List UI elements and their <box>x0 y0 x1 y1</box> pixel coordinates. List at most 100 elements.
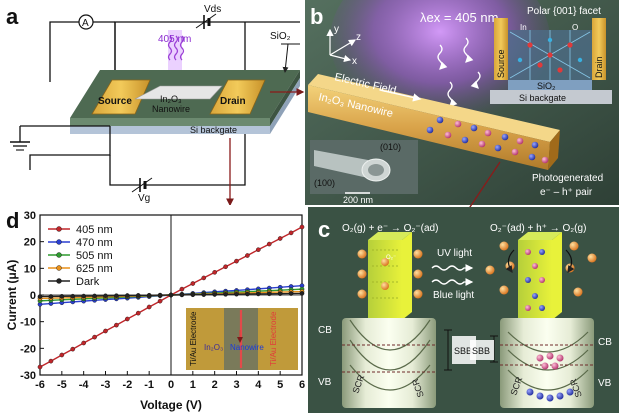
series-point <box>245 291 250 297</box>
y-tick-label: 10 <box>24 263 36 275</box>
series-point <box>201 292 207 297</box>
series-point <box>201 275 207 281</box>
series-point <box>92 334 97 340</box>
legend-swatch-marker <box>56 226 62 232</box>
series-point <box>114 322 119 328</box>
x-tick-label: -4 <box>79 379 90 391</box>
band-carriers <box>526 352 574 402</box>
inset-in-label: In <box>520 23 527 32</box>
x-tick-label: -1 <box>144 379 154 391</box>
ammeter-label: A <box>82 18 89 29</box>
y-tick-label: -10 <box>20 317 36 329</box>
electric-field-arrow <box>379 89 422 102</box>
series-point <box>266 241 272 247</box>
series-point <box>114 293 119 298</box>
uv-light-arrow <box>431 264 474 272</box>
left-prism <box>368 240 402 320</box>
band-diagram-right: CB VB SCR SCR SBB <box>470 318 612 408</box>
legend-label: 505 nm <box>76 250 113 262</box>
x-tick-label: -3 <box>101 379 111 391</box>
series-point <box>168 292 174 298</box>
series-point <box>103 293 108 299</box>
x-tick-label: 1 <box>190 379 196 391</box>
face-010-label: (010) <box>380 142 401 152</box>
axis-z-label: z <box>356 32 361 43</box>
source-label: Source <box>98 96 132 107</box>
legend-label: 470 nm <box>76 237 113 249</box>
o2-label: O₂⁻ <box>386 255 396 261</box>
sbb-label-right: SBB <box>472 346 490 356</box>
series-group <box>37 224 305 370</box>
face-100-label: (100) <box>314 178 335 188</box>
sio2-label: SiO₂ <box>270 31 291 42</box>
series-point <box>135 293 141 298</box>
panel-b: b λex = 405 nm y z x Electric Field In₂O… <box>305 0 619 227</box>
x-axis-label: Voltage (V) <box>140 398 202 412</box>
x-tick-label: -2 <box>122 379 132 391</box>
series-point <box>288 291 294 296</box>
series-point <box>266 291 272 297</box>
series-point <box>37 294 43 299</box>
legend-swatch-marker <box>56 252 62 258</box>
axis-y-label: y <box>334 24 339 35</box>
y-axis-label: Current (μA) <box>5 260 19 331</box>
inset-backgate-label: Si backgate <box>519 93 566 103</box>
o2-adsorbed-left <box>357 249 423 299</box>
series-point <box>125 316 130 322</box>
inset-left-electrode-label: Ti/Au Electrode <box>189 311 198 366</box>
inset-nanowire-label: Nanowire <box>230 343 264 352</box>
series-point <box>146 292 152 298</box>
series-point <box>212 292 217 297</box>
inset-sio2-label: SiO₂ <box>537 81 556 91</box>
inset-right-electrode-label: Ti/Au Electrode <box>269 311 278 366</box>
x-tick-label: 4 <box>255 379 262 391</box>
series-point <box>223 264 228 270</box>
photon-icon <box>447 81 458 107</box>
vb-label-left: VB <box>318 377 332 388</box>
series-point <box>125 293 130 298</box>
series-point <box>81 293 86 299</box>
legend-label: 405 nm <box>76 224 113 236</box>
x-tick-label: -6 <box>35 379 45 391</box>
source-pad <box>91 79 151 115</box>
series-point <box>179 286 185 292</box>
series-point <box>70 293 76 299</box>
series-point <box>59 352 65 358</box>
photogen-label-2: e⁻ – h⁺ pair <box>540 187 593 198</box>
band-diagram-left: CB VB SCR SCR SBB <box>318 318 476 408</box>
series-point <box>70 346 76 352</box>
nanowire-label-2: Nanowire <box>152 104 190 114</box>
legend-label: Dark <box>76 276 100 288</box>
x-tick-label: 5 <box>277 379 283 391</box>
drain-label: Drain <box>220 96 246 107</box>
photon-icon <box>437 44 448 70</box>
series-point <box>179 292 185 298</box>
sbb-label-left: SBB <box>454 346 472 356</box>
vds-label: Vds <box>204 4 221 15</box>
inset-drain-label: Drain <box>594 56 604 78</box>
scale-label: 200 nm <box>343 195 373 205</box>
carriers-right-prism <box>525 249 545 311</box>
photon-icon <box>463 37 474 63</box>
drain-pad <box>209 79 266 115</box>
series-point <box>299 224 305 230</box>
legend-swatch-marker <box>56 278 62 284</box>
panel-a-label: a <box>6 4 19 29</box>
x-tick-label: 2 <box>212 379 218 391</box>
excitation-wavelength-label: λex = 405 nm <box>420 10 498 25</box>
legend-swatch-marker <box>56 239 62 245</box>
si-backgate-layer <box>70 126 270 134</box>
series-point <box>37 364 43 370</box>
series-point <box>299 291 305 296</box>
series-point <box>92 293 97 299</box>
legend-swatch-marker <box>56 265 62 271</box>
x-tick-label: 6 <box>299 379 305 391</box>
panel-a: a A Vds 405 nm Si backgate SiO₂ <box>0 0 305 207</box>
nanowire-label-1: In₂O₃ <box>160 94 182 104</box>
crystal-inset: Polar {001} facet In O Source Drain SiO₂… <box>490 6 612 104</box>
panel-c: c O₂(g) + e⁻ → O₂⁻(ad) O₂⁻(ad) + h⁺ → O₂… <box>308 207 619 413</box>
series-point <box>277 236 283 241</box>
inset-in2o3-label: In₂O₃ <box>204 343 223 352</box>
